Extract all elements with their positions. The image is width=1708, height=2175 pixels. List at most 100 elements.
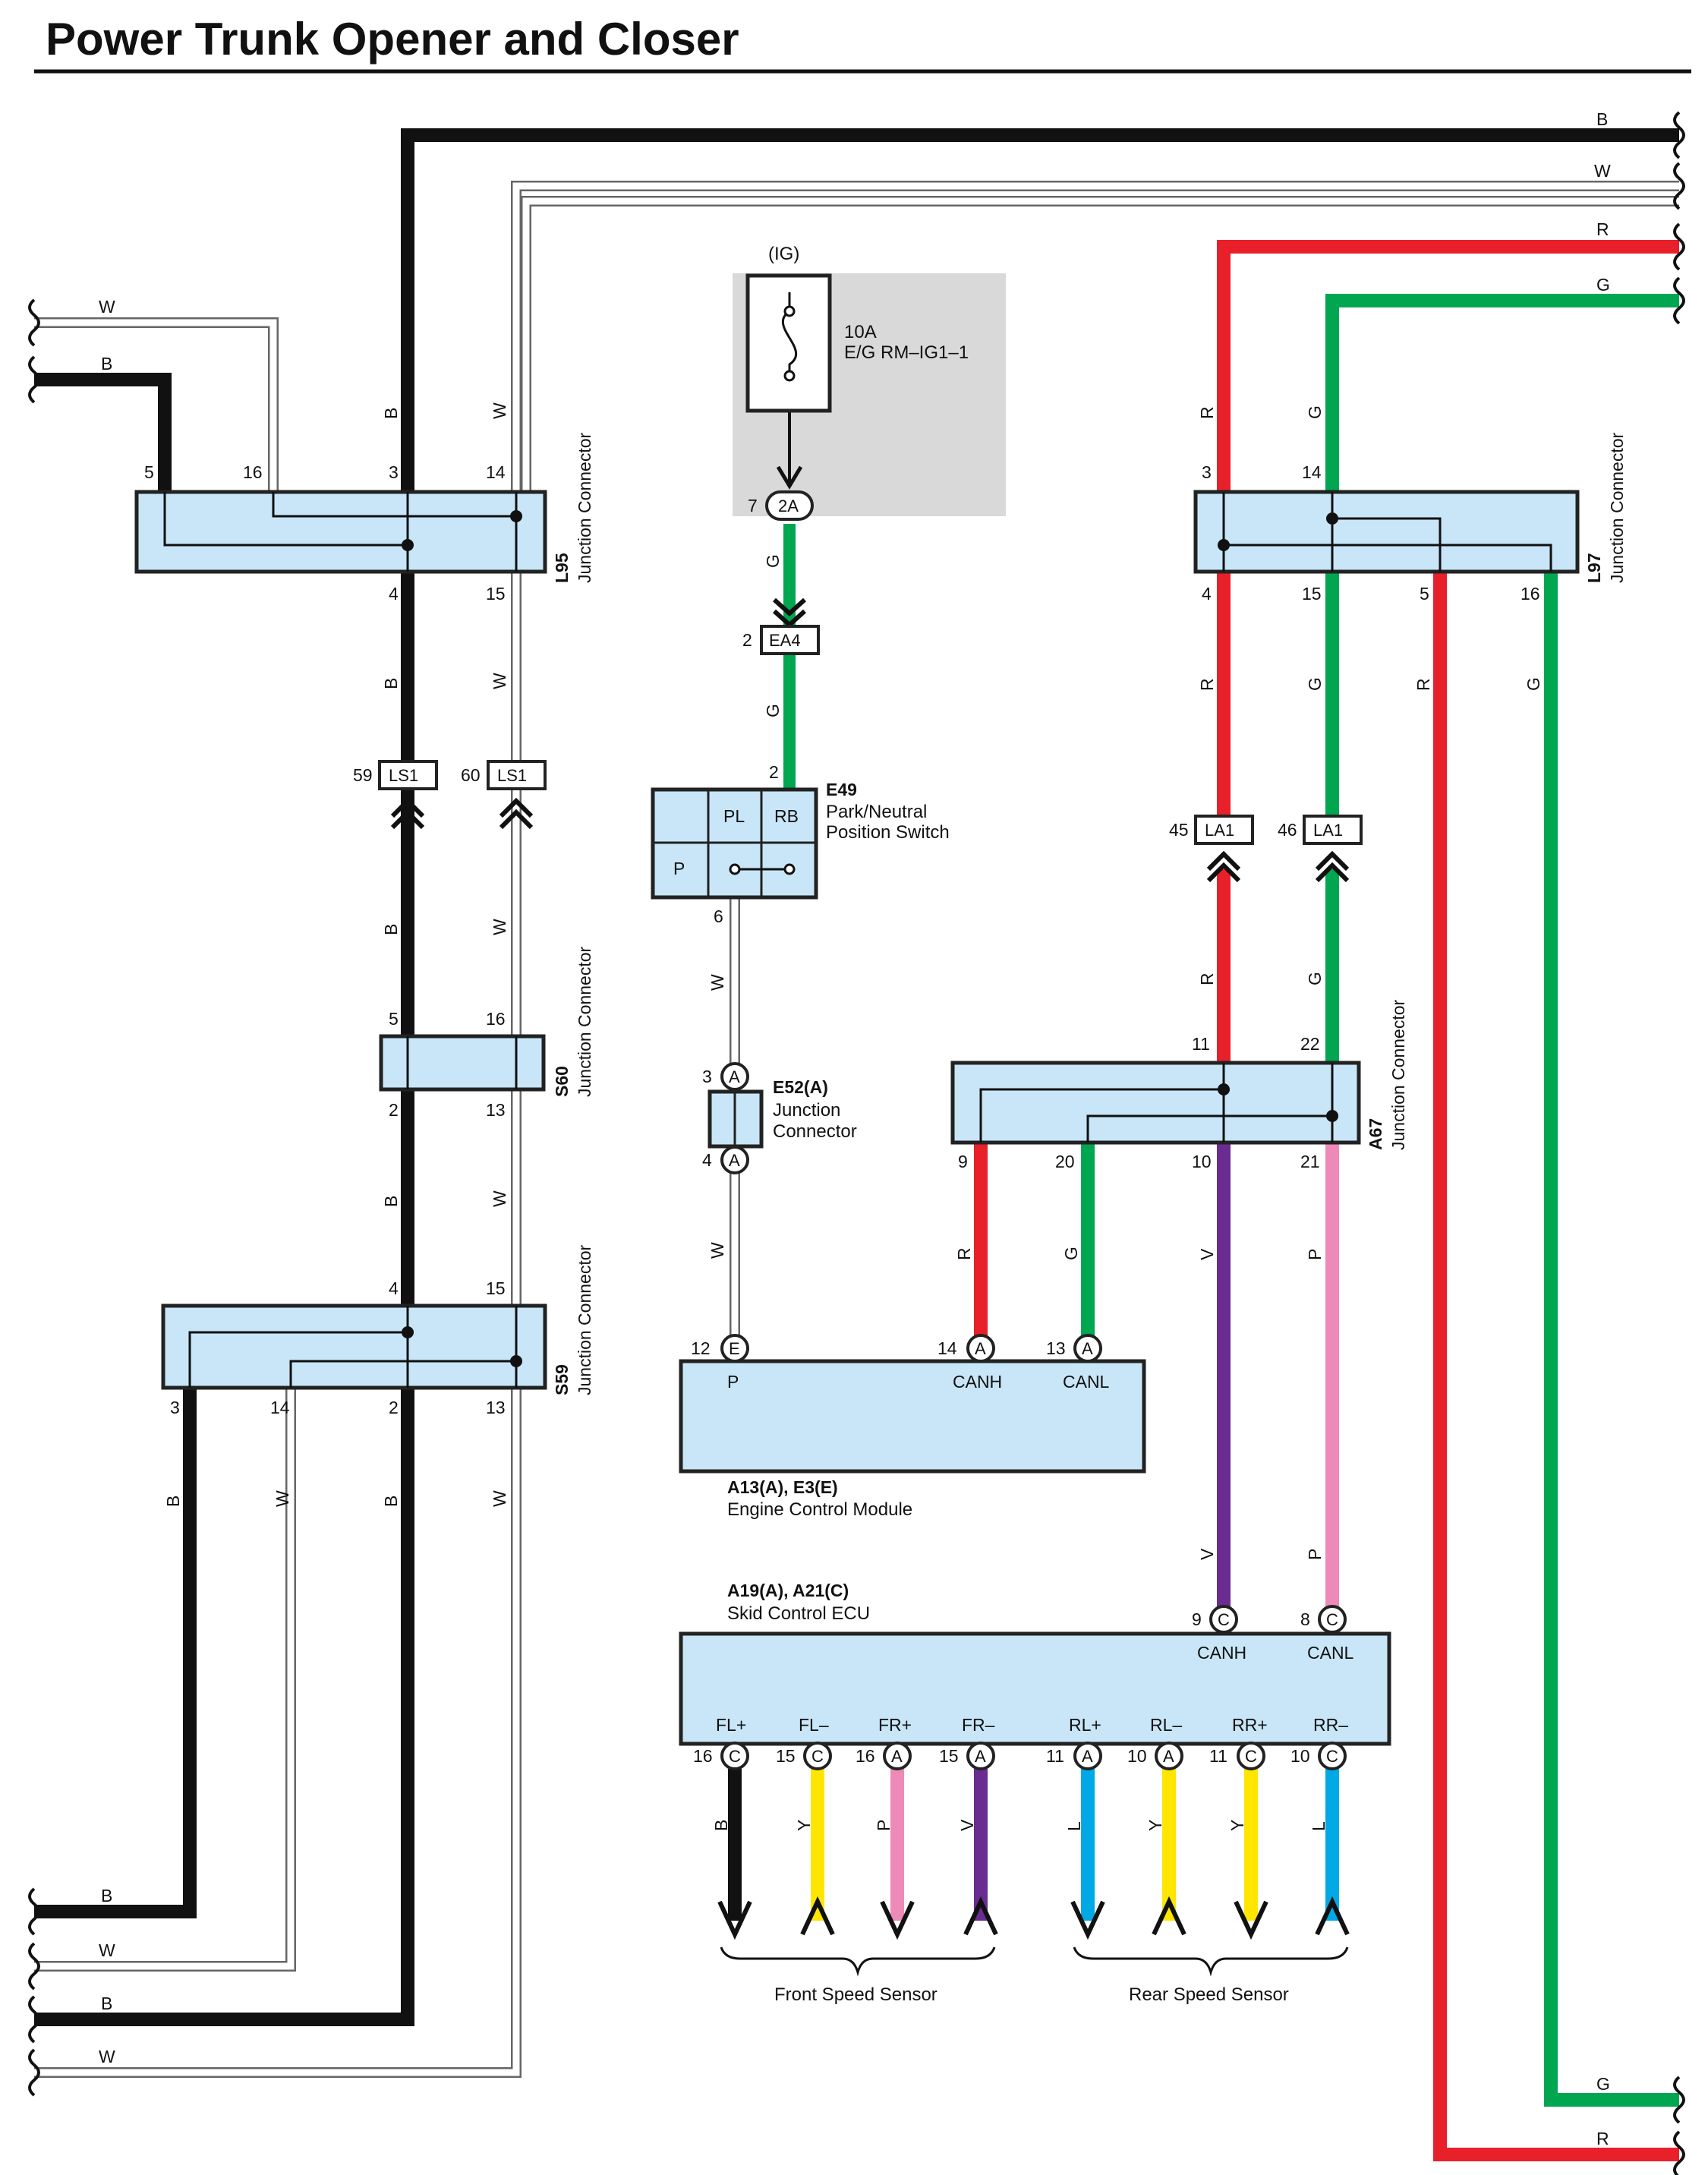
skid-terminal-5: RL+ A 11L bbox=[1046, 1715, 1105, 1940]
wire-color-label: P bbox=[874, 1820, 893, 1831]
wire-color-label: L bbox=[1064, 1821, 1084, 1831]
svg-text:C: C bbox=[1326, 1747, 1338, 1766]
svg-text:C: C bbox=[1245, 1747, 1257, 1766]
pin: 4 bbox=[389, 584, 399, 604]
svg-text:A: A bbox=[1082, 1747, 1093, 1766]
svg-text:LA1: LA1 bbox=[1313, 821, 1343, 840]
pin: 9 bbox=[958, 1152, 968, 1171]
svg-text:CANH: CANH bbox=[953, 1372, 1002, 1392]
svg-text:10: 10 bbox=[1127, 1746, 1147, 1766]
wire-w-left-top bbox=[34, 317, 279, 492]
pin: 14 bbox=[1302, 462, 1322, 482]
wire-color-label: P bbox=[1305, 1249, 1325, 1260]
inline-ea4: EA4 2 bbox=[742, 597, 820, 655]
wire-color-label: B bbox=[711, 1820, 731, 1831]
svg-text:59: 59 bbox=[353, 765, 373, 785]
svg-text:14: 14 bbox=[938, 1338, 957, 1358]
wire-color-label: G bbox=[1596, 275, 1610, 295]
connector-id: S59 bbox=[552, 1364, 572, 1395]
svg-text:A19(A), A21(C): A19(A), A21(C) bbox=[727, 1581, 849, 1600]
wire-color-label: W bbox=[273, 1490, 292, 1507]
fuse-supply: (IG) bbox=[768, 244, 799, 264]
svg-text:11: 11 bbox=[1046, 1746, 1064, 1766]
wire-color-label: Y bbox=[794, 1820, 814, 1831]
wire-color-label: V bbox=[1197, 1548, 1217, 1560]
svg-text:P: P bbox=[727, 1372, 739, 1392]
wire-color-label: G bbox=[1061, 1247, 1081, 1260]
wire-color-label: R bbox=[1596, 2129, 1609, 2148]
svg-text:RL+: RL+ bbox=[1069, 1715, 1101, 1735]
svg-text:46: 46 bbox=[1278, 820, 1297, 840]
pin: 16 bbox=[486, 1009, 506, 1029]
skid-control-ecu: A19(A), A21(C) Skid Control ECU C 9 CANH… bbox=[679, 1581, 1391, 1746]
pin: 15 bbox=[486, 584, 506, 604]
wire-color-label: Y bbox=[1145, 1820, 1165, 1831]
wire-color-label: V bbox=[1197, 1248, 1217, 1260]
e49-switch: PL RB P 2 6 E49 Park/Neutral Position Sw… bbox=[651, 762, 950, 926]
svg-text:A: A bbox=[1082, 1339, 1093, 1358]
wire-color-label: B bbox=[381, 408, 401, 419]
svg-text:PL: PL bbox=[723, 806, 745, 826]
wire-color-label: R bbox=[1413, 678, 1433, 691]
wire-w-bottom-13 bbox=[34, 1389, 522, 2078]
wire-color-label: G bbox=[1524, 677, 1543, 691]
svg-text:A13(A), E3(E): A13(A), E3(E) bbox=[727, 1477, 838, 1497]
wire-color-label: B bbox=[381, 678, 401, 689]
connector-l97: 3 14 4 15 5 16 L97 Junction Connector bbox=[1193, 432, 1627, 604]
svg-text:LA1: LA1 bbox=[1205, 821, 1234, 840]
connector-desc: Junction Connector bbox=[575, 1244, 594, 1395]
wire-color-label: B bbox=[381, 1496, 401, 1507]
wire-color-label: B bbox=[101, 354, 112, 374]
pin: 5 bbox=[389, 1009, 399, 1029]
pin: 20 bbox=[1055, 1152, 1075, 1171]
fuse-name: E/G RM–IG1–1 bbox=[844, 342, 969, 363]
e52-junction: A 3 A 4 E52(A) Junction Connector bbox=[702, 1062, 857, 1174]
svg-text:CANL: CANL bbox=[1063, 1372, 1110, 1392]
front-speed-sensor: Front Speed Sensor bbox=[774, 1984, 938, 2005]
wire-color-label: W bbox=[707, 974, 727, 991]
wire-color-label: W bbox=[99, 297, 115, 317]
svg-text:15: 15 bbox=[776, 1746, 796, 1766]
svg-text:11: 11 bbox=[1209, 1746, 1227, 1766]
wire-color-label: R bbox=[1197, 972, 1217, 985]
wire-color-label: W bbox=[490, 1490, 509, 1507]
pin: 15 bbox=[486, 1278, 506, 1298]
svg-text:Engine Control Module: Engine Control Module bbox=[727, 1499, 912, 1520]
wire-color-label: W bbox=[490, 919, 509, 935]
wire-color-label: R bbox=[1197, 678, 1217, 691]
sensor-braces bbox=[720, 1946, 1349, 1977]
wire-color-label: W bbox=[490, 1190, 509, 1207]
wire-color-label: B bbox=[101, 1886, 112, 1905]
pin: 4 bbox=[389, 1278, 399, 1298]
inline-la1-46: LA1 46 bbox=[1278, 815, 1363, 883]
svg-text:FL+: FL+ bbox=[716, 1715, 746, 1735]
wire-color-label: W bbox=[490, 402, 509, 419]
connector-id: L97 bbox=[1584, 553, 1604, 583]
wire-color-label: W bbox=[490, 673, 509, 689]
svg-text:6: 6 bbox=[714, 906, 723, 926]
connector-desc: Junction Connector bbox=[575, 946, 594, 1097]
svg-text:LS1: LS1 bbox=[389, 766, 418, 785]
pin: 4 bbox=[1202, 584, 1212, 604]
wire-color-label: G bbox=[763, 704, 783, 717]
connector-l95: 5 16 3 14 4 15 L95 Junction Connector bbox=[134, 432, 594, 604]
svg-text:C: C bbox=[1326, 1610, 1338, 1629]
svg-text:Connector: Connector bbox=[773, 1121, 857, 1142]
pin: 14 bbox=[486, 462, 506, 482]
svg-text:Skid Control ECU: Skid Control ECU bbox=[727, 1603, 870, 1624]
svg-text:45: 45 bbox=[1169, 820, 1189, 840]
svg-text:A: A bbox=[729, 1067, 740, 1086]
wire-color-label: B bbox=[381, 924, 401, 935]
svg-text:CANH: CANH bbox=[1197, 1643, 1246, 1663]
connector-id: A67 bbox=[1366, 1118, 1385, 1150]
svg-text:16: 16 bbox=[856, 1746, 875, 1766]
connector-desc: Junction Connector bbox=[1607, 432, 1627, 583]
wire-color-label: G bbox=[1305, 677, 1325, 691]
wire-color-label: R bbox=[1197, 406, 1217, 419]
wire-color-label: Y bbox=[1227, 1820, 1247, 1831]
connector-id: S60 bbox=[552, 1066, 572, 1097]
inline-la1-45: LA1 45 bbox=[1169, 815, 1254, 883]
pin: 3 bbox=[389, 462, 399, 482]
